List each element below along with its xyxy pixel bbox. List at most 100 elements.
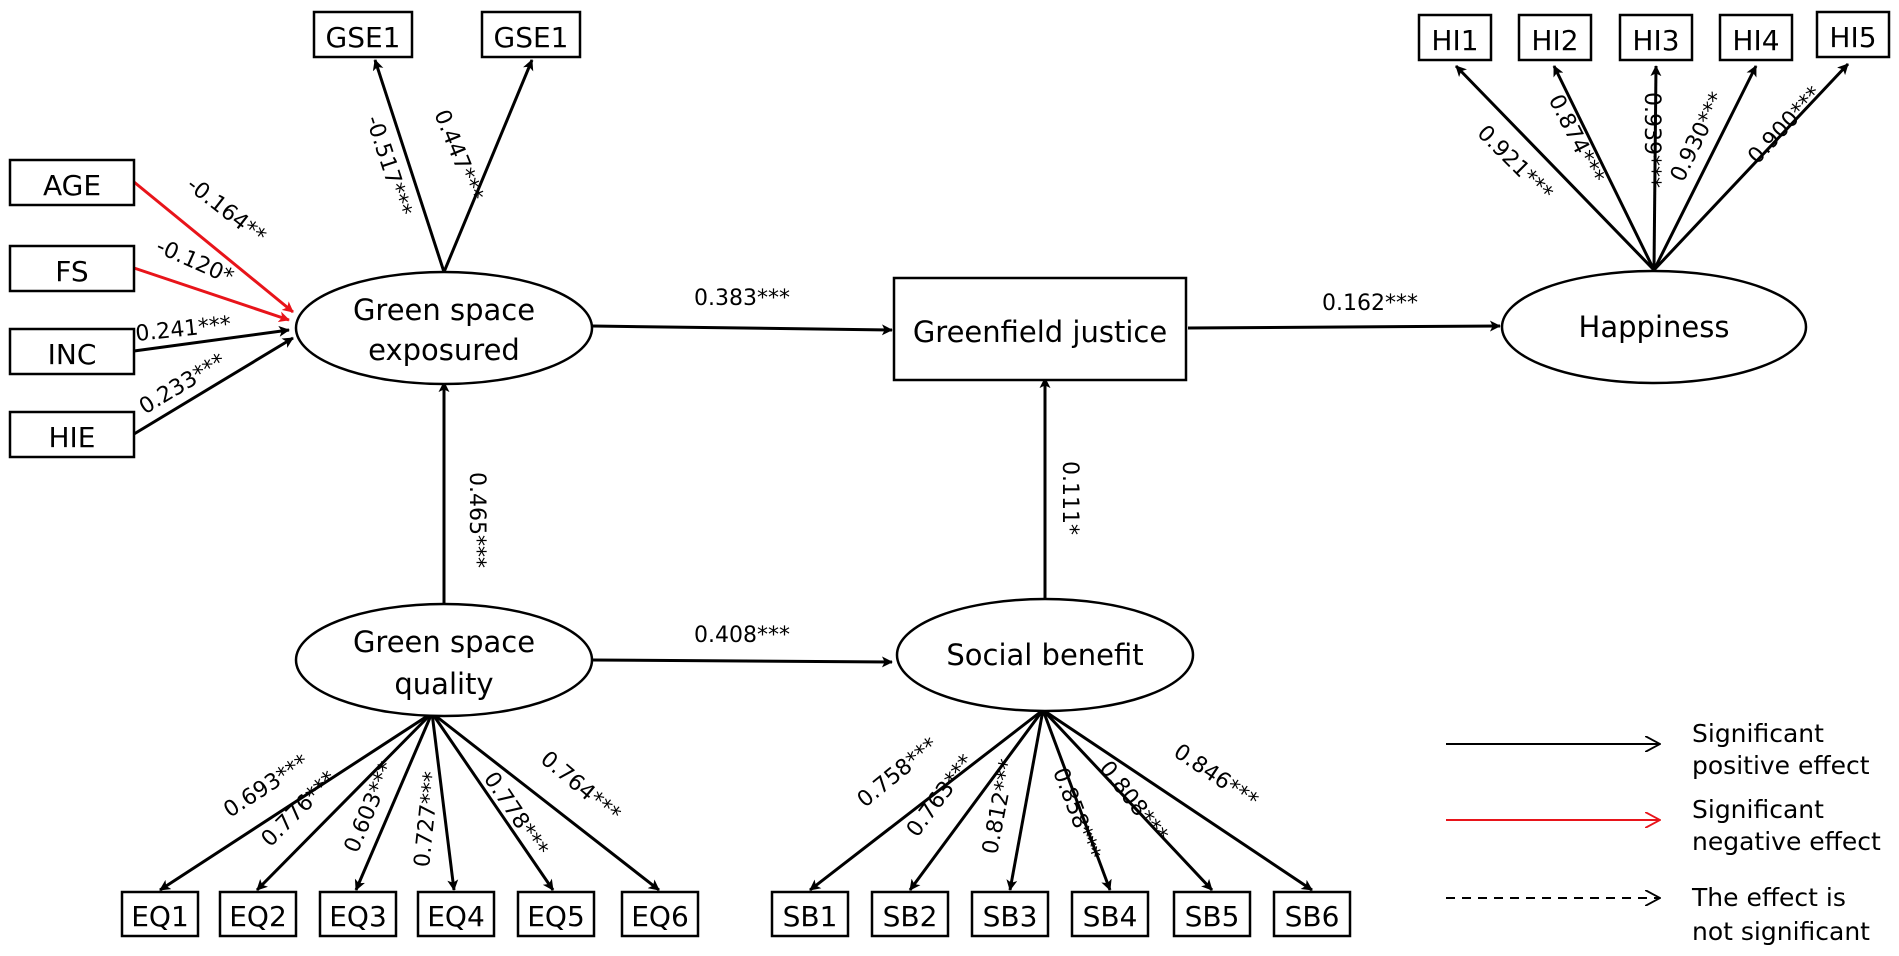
legend: Significant positive effect Significant … — [1446, 719, 1881, 946]
hi2-label: HI2 — [1531, 24, 1578, 57]
coef-gse1-a: -0.517*** — [360, 113, 416, 220]
sb5-box — [1172, 890, 1252, 938]
coef-sb4: 0.858*** — [1047, 764, 1105, 863]
arrow-hap-to-hi4 — [1652, 65, 1758, 271]
legend-positive-line1: Significant — [1692, 719, 1824, 748]
sb1-box — [770, 890, 850, 938]
arrow-gsq-to-eq6 — [431, 711, 660, 892]
path-coefficients: 0.383*** 0.162*** 0.408*** 0.465*** 0.11… — [134, 82, 1827, 868]
hi3-box — [1618, 13, 1694, 62]
node-green-space-quality: Green space quality — [294, 602, 594, 718]
arrow-gse-to-justice — [591, 324, 893, 336]
arrow-gsq-to-eq2 — [255, 711, 434, 892]
arrow-hap-to-hi1 — [1454, 64, 1656, 272]
arrow-inc-to-gse — [133, 325, 290, 353]
eq5-box — [516, 890, 596, 938]
sb4-label: SB4 — [1083, 900, 1138, 933]
control-boxes: AGE FS INC HIE — [8, 158, 136, 459]
gsq-label-line1: Green space — [353, 625, 535, 659]
sb5-label: SB5 — [1185, 900, 1240, 933]
arrow-social-to-sb1 — [809, 708, 1044, 892]
arrow-justice-to-happiness — [1187, 320, 1501, 332]
eq5-label: EQ5 — [527, 900, 585, 933]
gsq-label-line2: quality — [394, 667, 493, 701]
gse1-box-a — [312, 10, 414, 59]
gse-label-line2: exposured — [368, 333, 520, 367]
sb2-label: SB2 — [883, 900, 938, 933]
sb6-box — [1272, 890, 1352, 938]
sb2-box — [870, 890, 950, 938]
fs-box — [8, 244, 136, 293]
arrow-gsq-to-eq1 — [159, 711, 433, 892]
arrow-hie-to-gse — [133, 336, 294, 436]
arrow-gsq-to-eq3 — [354, 712, 434, 891]
arrow-gse-to-gse1-b — [442, 59, 534, 273]
hi3-label: HI3 — [1632, 24, 1679, 57]
arrow-gsq-to-social — [591, 656, 893, 668]
hi4-label: HI4 — [1732, 24, 1779, 57]
sb3-box — [970, 890, 1050, 938]
coef-eq6: 0.764*** — [535, 747, 625, 828]
arrow-hap-to-hi2 — [1552, 65, 1656, 271]
arrow-hap-to-hi3 — [1650, 65, 1662, 271]
node-happiness: Happiness — [1500, 269, 1808, 385]
arrow-gse-to-gse1-a — [372, 59, 446, 273]
coef-gse1-b: 0.447*** — [428, 106, 487, 204]
gse-ellipse — [294, 270, 594, 386]
eq6-label: EQ6 — [631, 900, 689, 933]
hie-box — [8, 410, 136, 459]
legend-negative-line1: Significant — [1692, 795, 1824, 824]
arrow-social-to-sb3 — [1006, 709, 1045, 891]
arrow-fs-to-gse — [133, 266, 290, 323]
arrow-gsq-to-eq5 — [430, 712, 555, 891]
sb1-label: SB1 — [783, 900, 838, 933]
hi2-box — [1517, 13, 1593, 62]
justice-box — [892, 276, 1188, 382]
coef-age: -0.164** — [182, 172, 271, 249]
sb3-label: SB3 — [983, 900, 1038, 933]
coef-gsq-to-social: 0.408*** — [694, 623, 790, 648]
coef-gse-to-justice: 0.383*** — [694, 286, 790, 311]
social-ellipse — [895, 597, 1195, 713]
eq2-box — [218, 890, 298, 938]
inc-label: INC — [48, 338, 97, 371]
node-greenfield-justice: Greenfield justice — [892, 276, 1188, 382]
happiness-label: Happiness — [1579, 310, 1730, 344]
eq3-label: EQ3 — [329, 900, 387, 933]
social-label: Social benefit — [946, 638, 1143, 672]
eq-indicator-boxes: EQ1 EQ2 EQ3 EQ4 EQ5 EQ6 — [120, 890, 700, 938]
eq1-box — [120, 890, 200, 938]
coef-hi3: 0.939*** — [1639, 92, 1664, 188]
eq2-label: EQ2 — [229, 900, 287, 933]
coef-inc: 0.241*** — [134, 312, 232, 347]
hie-label: HIE — [48, 421, 95, 454]
legend-positive-line2: positive effect — [1692, 751, 1870, 780]
arrow-social-to-sb2 — [908, 709, 1045, 891]
coef-eq4: 0.727*** — [410, 770, 445, 868]
hi1-label: HI1 — [1431, 24, 1478, 57]
gse1-box-b — [480, 10, 582, 59]
hi1-box — [1417, 13, 1493, 62]
eq6-box — [620, 890, 700, 938]
coef-social-to-justice: 0.111* — [1057, 461, 1082, 535]
eq1-label: EQ1 — [131, 900, 189, 933]
arrow-gsq-to-eq4 — [430, 712, 459, 891]
coef-hi1: 0.921*** — [1472, 121, 1558, 207]
gse-label-line1: Green space — [353, 293, 535, 327]
hi-indicator-boxes: HI1 HI2 HI3 HI4 HI5 — [1417, 10, 1891, 62]
node-social-benefit: Social benefit — [895, 597, 1195, 713]
coef-gsq-to-gse: 0.465*** — [464, 472, 489, 568]
coef-eq5: 0.778*** — [478, 768, 552, 862]
sb6-label: SB6 — [1285, 900, 1340, 933]
age-label: AGE — [43, 169, 101, 202]
hi5-box — [1815, 10, 1891, 59]
eq4-label: EQ4 — [427, 900, 485, 933]
hi5-label: HI5 — [1829, 21, 1876, 54]
arrows — [133, 59, 1850, 892]
justice-label: Greenfield justice — [913, 315, 1167, 349]
eq4-box — [416, 890, 496, 938]
coef-fs: -0.120* — [152, 234, 237, 290]
sb4-box — [1070, 890, 1150, 938]
hi4-box — [1718, 13, 1794, 62]
